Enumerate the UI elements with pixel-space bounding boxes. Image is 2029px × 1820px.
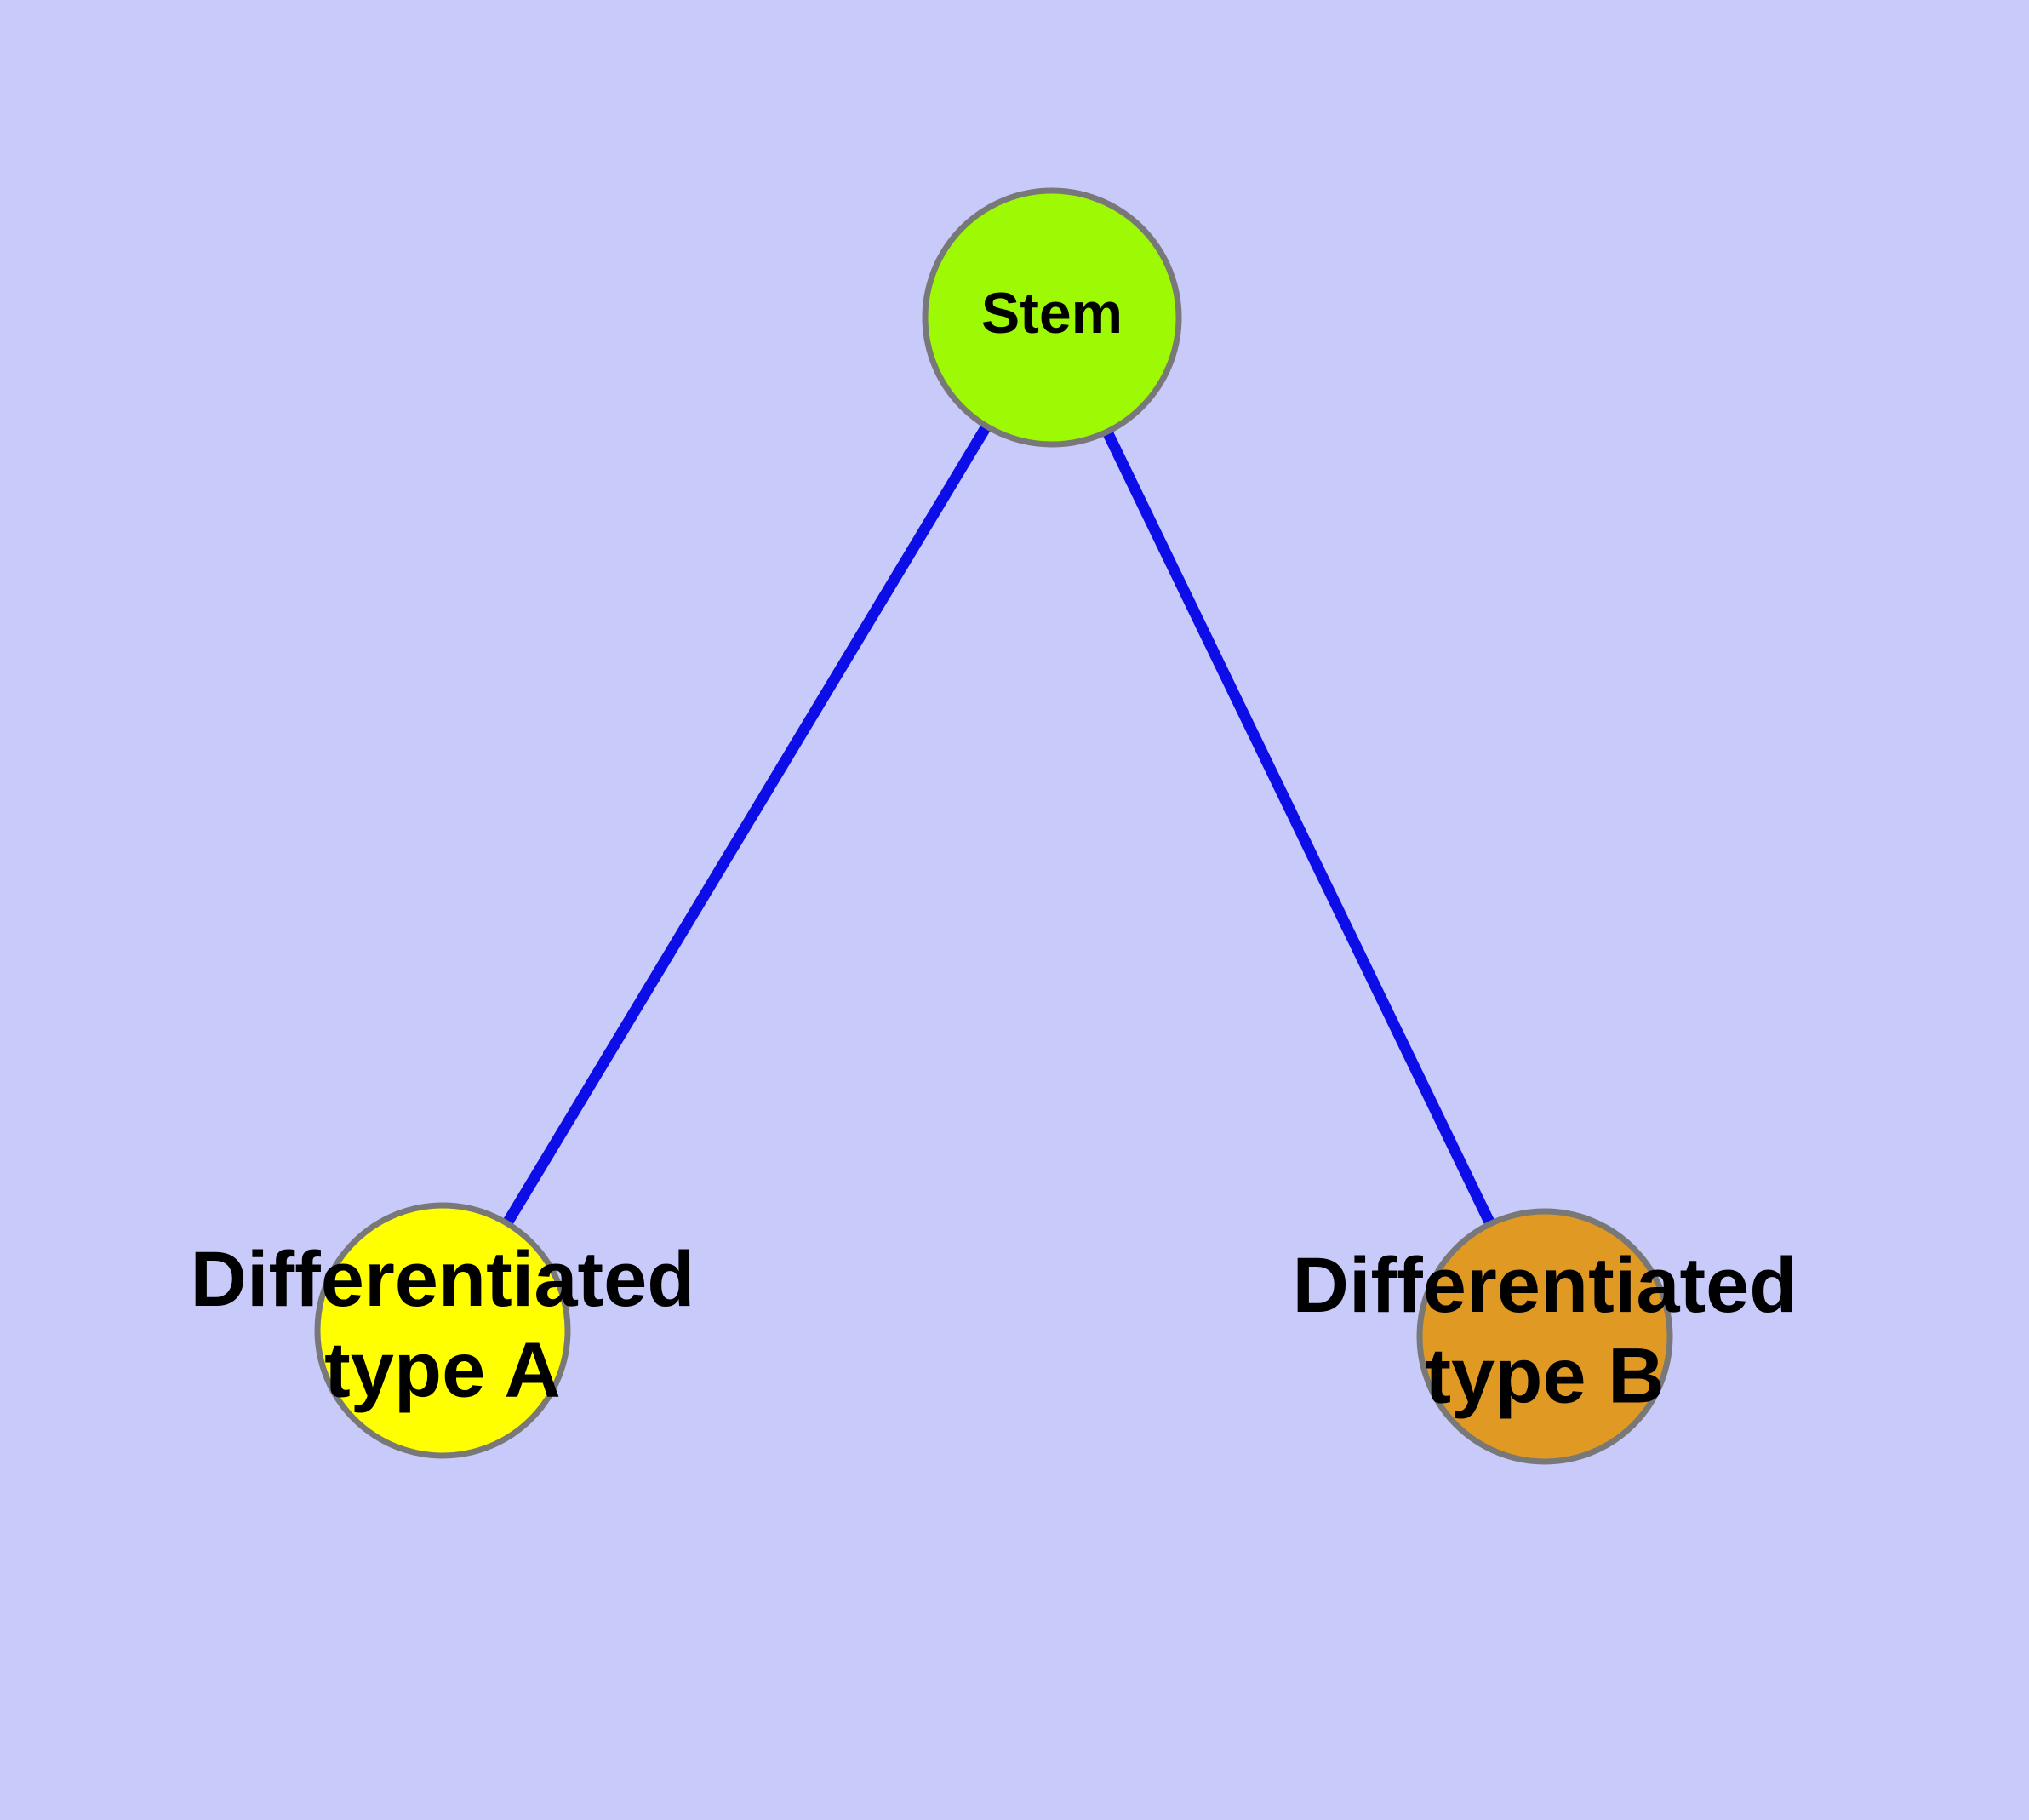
edges-group	[437, 314, 1550, 1339]
node-stem[interactable]: Stem	[922, 187, 1182, 448]
node-diff-a-label-line-1: Differentiated	[191, 1236, 695, 1323]
node-diff-a[interactable]: Differentiated type A	[191, 1202, 695, 1459]
node-stem-label-line-1: Stem	[981, 281, 1123, 346]
node-diff-b-label-line-2: type B	[1425, 1333, 1664, 1420]
node-diff-b-label-line-1: Differentiated	[1293, 1242, 1798, 1329]
edge-stem-to-diff-a[interactable]	[437, 314, 1057, 1334]
nodes-group: Stem Differentiated type A Differentiate…	[191, 187, 1798, 1465]
node-diff-b-circle[interactable]	[1416, 1208, 1673, 1465]
node-diff-a-circle[interactable]	[314, 1202, 571, 1459]
node-diff-b[interactable]: Differentiated type B	[1293, 1208, 1798, 1465]
node-stem-circle[interactable]	[922, 187, 1182, 448]
edge-stem-to-diff-b[interactable]	[1047, 315, 1550, 1339]
node-diff-a-label-line-2: type A	[324, 1327, 561, 1414]
